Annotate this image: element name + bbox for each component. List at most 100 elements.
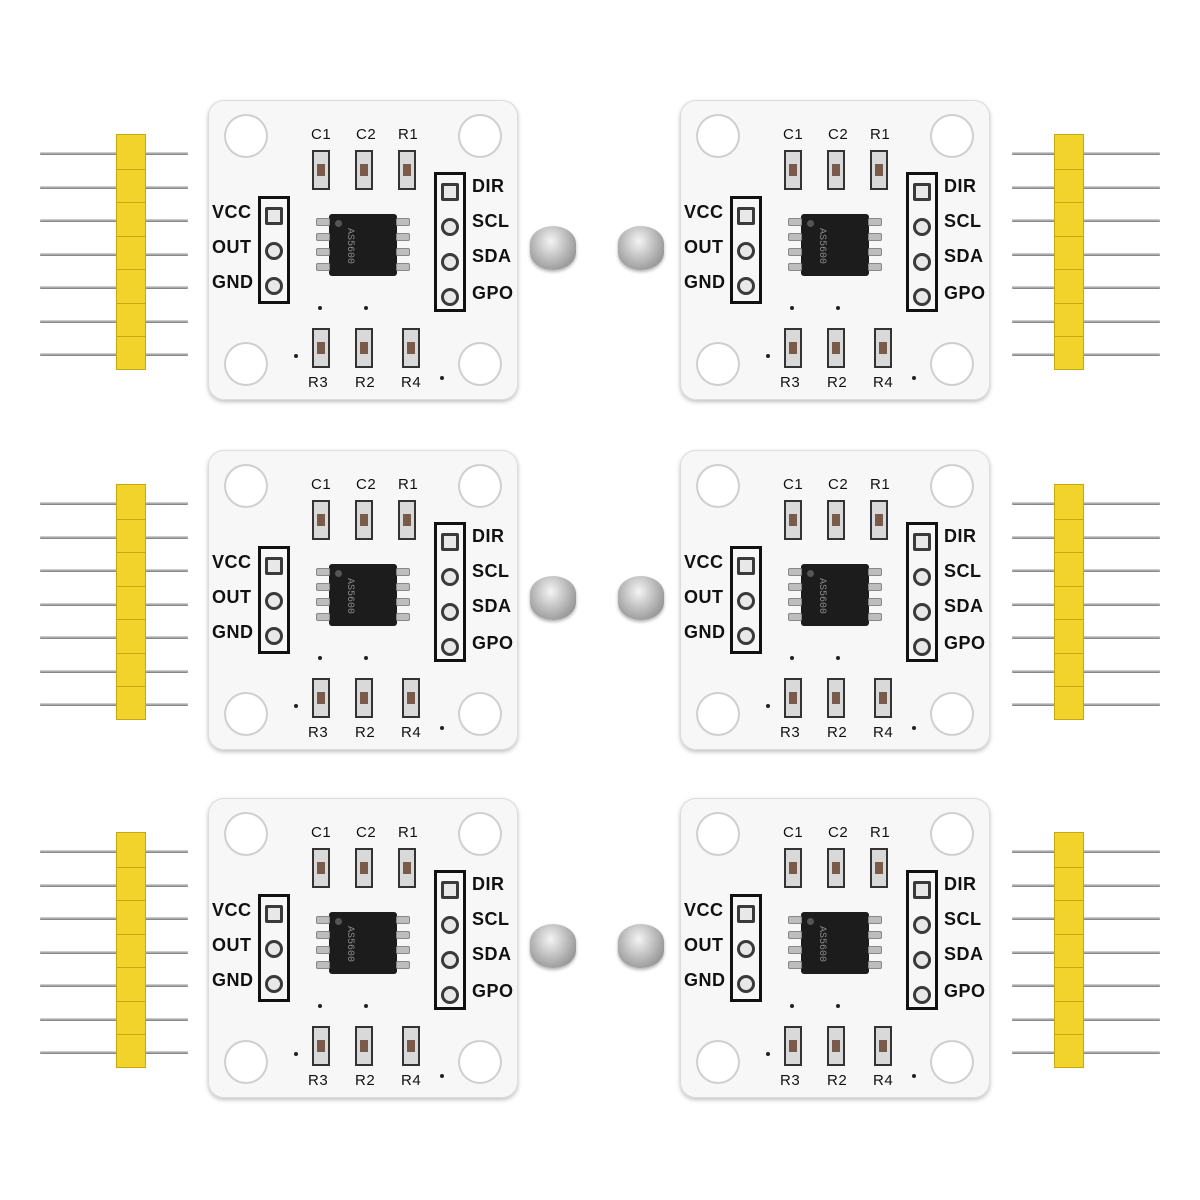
mounting-hole [458, 342, 502, 386]
chip-leg [316, 233, 330, 241]
pin-outline [258, 894, 290, 1002]
chip-leg [396, 568, 410, 576]
silk-label: R4 [873, 374, 894, 391]
header-segment-line [1055, 518, 1083, 520]
silk-label: R2 [355, 724, 376, 741]
chip-leg [316, 218, 330, 226]
header-pin [40, 286, 188, 289]
header-pin [1012, 703, 1160, 706]
pin-outline [258, 546, 290, 654]
via-dot [766, 704, 770, 708]
header-pin [1012, 569, 1160, 572]
silk-label: DIR [472, 874, 505, 894]
header-pin [1012, 252, 1160, 256]
header-pin [40, 669, 188, 673]
solder-pad [737, 592, 755, 610]
header-segment-line [1055, 900, 1083, 901]
chip-leg [316, 568, 330, 576]
header-pin [1012, 286, 1160, 289]
chip-leg [396, 931, 410, 939]
header-pin [1012, 1051, 1160, 1054]
solder-pad [441, 603, 459, 621]
solder-pad [913, 951, 931, 969]
chip-leg [868, 263, 882, 271]
smd-component [784, 150, 802, 190]
via-dot [912, 726, 916, 730]
magnet [618, 226, 664, 270]
chip-leg [868, 946, 882, 954]
header-segment-line [117, 900, 145, 901]
pin1-marker [335, 570, 342, 577]
silk-label: R3 [308, 1072, 329, 1089]
solder-pad [265, 592, 283, 610]
header-pin [1012, 353, 1160, 356]
smd-component [784, 500, 802, 540]
header-segment-line [117, 1000, 145, 1002]
silk-label: VCC [212, 552, 252, 572]
mounting-hole [224, 1040, 268, 1084]
solder-pad [265, 627, 283, 645]
silk-label: VCC [212, 900, 252, 920]
chip-leg [396, 218, 410, 226]
mounting-hole [224, 114, 268, 158]
smd-component [355, 150, 373, 190]
header-pin [1012, 185, 1160, 189]
header-pin [40, 1051, 188, 1054]
chip-leg [316, 598, 330, 606]
silk-label: R4 [401, 374, 422, 391]
solder-pad [441, 183, 459, 201]
pcb-board: C1 C2 R1 VCC OUT GND AS5600 [680, 798, 990, 1098]
pin-outline [434, 870, 466, 1010]
header-housing [116, 134, 146, 370]
header-pin [40, 502, 188, 505]
solder-pad [913, 253, 931, 271]
smd-component [784, 1026, 802, 1066]
solder-pad [737, 242, 755, 260]
silk-label: R2 [827, 1072, 848, 1089]
header-segment-line [117, 518, 145, 520]
header-segment-line [117, 652, 145, 654]
pin-outline [906, 870, 938, 1010]
sensor-chip: AS5600 [801, 214, 869, 276]
sensor-module: C1 C2 R1 VCC OUT GND AS5600 [0, 448, 1200, 798]
chip-leg [396, 613, 410, 621]
silk-label: R2 [827, 724, 848, 741]
solder-pad [265, 940, 283, 958]
sensor-module: C1 C2 R1 VCC OUT GND AS5600 [0, 98, 1200, 448]
chip-leg [788, 946, 802, 954]
via-dot [294, 1052, 298, 1056]
via-dot [294, 354, 298, 358]
via-dot [790, 1004, 794, 1008]
smd-component [827, 500, 845, 540]
silk-label: OUT [684, 237, 724, 257]
solder-pad [913, 881, 931, 899]
sensor-chip: AS5600 [329, 564, 397, 626]
silk-label: R1 [398, 126, 419, 143]
smd-component [827, 678, 845, 718]
pin1-marker [335, 220, 342, 227]
mounting-hole [224, 692, 268, 736]
chip-leg [396, 961, 410, 969]
chip-leg [316, 248, 330, 256]
chip-marking: AS5600 [816, 228, 827, 265]
header-segment-line [1055, 269, 1083, 270]
magnet [618, 576, 664, 620]
magnet [530, 226, 576, 270]
solder-pad [265, 975, 283, 993]
solder-pad [441, 951, 459, 969]
via-dot [364, 306, 368, 310]
via-dot [440, 376, 444, 380]
header-housing [116, 832, 146, 1068]
solder-pad [913, 218, 931, 236]
silk-label: GND [212, 622, 254, 642]
header-segment-line [117, 235, 145, 237]
chip-leg [788, 218, 802, 226]
header-pin [40, 185, 188, 189]
header-pin [1012, 950, 1160, 954]
header-pin [40, 883, 188, 887]
silk-label: VCC [684, 552, 724, 572]
pin-outline [730, 546, 762, 654]
magnet [530, 924, 576, 968]
header-segment-line [1055, 168, 1083, 170]
